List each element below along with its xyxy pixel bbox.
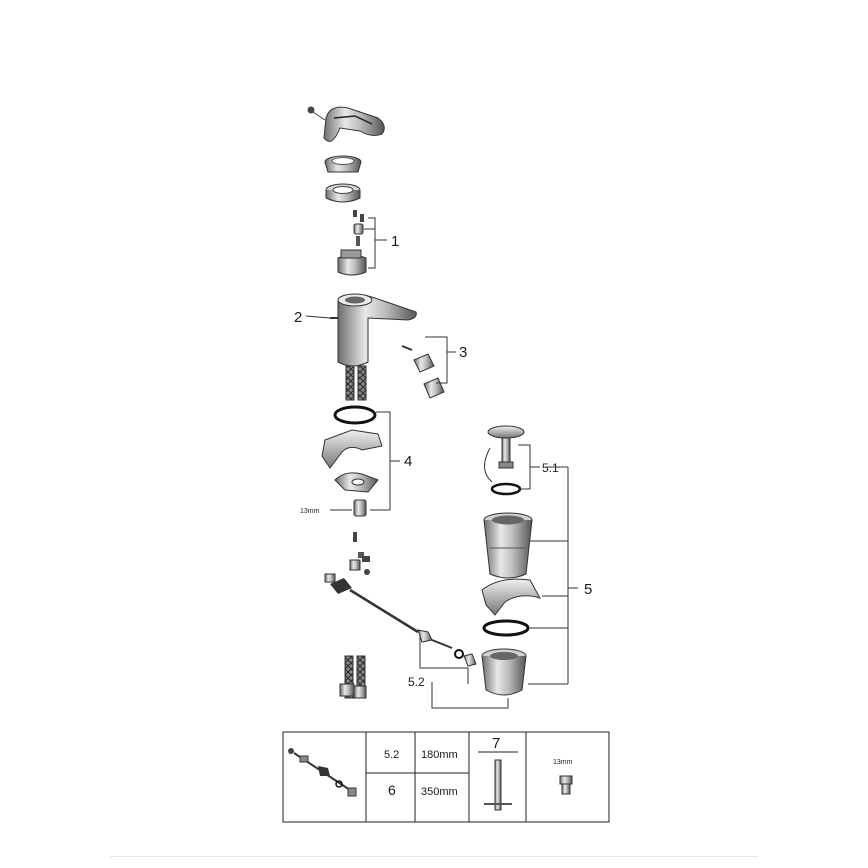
table-tool-key-icon <box>484 759 512 811</box>
callout-5-1: 5.1 <box>542 461 559 475</box>
faucet-body <box>330 293 417 367</box>
callout-2-leader <box>305 315 331 319</box>
cartridge-assembly <box>337 210 367 276</box>
mounting-kit <box>321 405 383 517</box>
locking-nut <box>325 183 361 203</box>
size-label-13mm: 13mm <box>300 508 320 515</box>
waste-flange <box>483 512 533 579</box>
callout-4: 4 <box>404 453 412 470</box>
waste-body <box>481 648 527 696</box>
lever-handle <box>307 106 385 142</box>
waste-gasket <box>481 578 542 616</box>
lower-hoses <box>339 655 367 699</box>
callout-5-bracket <box>528 466 578 685</box>
callout-4-bracket <box>370 411 400 511</box>
popup-plug <box>484 425 525 496</box>
callout-1-bracket <box>364 217 387 269</box>
table-tool-number: 7 <box>492 735 500 752</box>
callout-5: 5 <box>584 581 592 598</box>
cap-ring <box>324 155 362 173</box>
callout-5-2: 5.2 <box>408 675 425 689</box>
footer-divider <box>110 856 758 857</box>
table-rod-icon <box>288 748 357 797</box>
parts-table <box>282 731 610 823</box>
table-row2-code: 6 <box>388 782 396 798</box>
flex-hoses <box>345 365 367 401</box>
callout-1: 1 <box>391 233 399 250</box>
waste-o-ring <box>482 619 530 637</box>
table-row2-length: 350mm <box>421 786 458 798</box>
callout-5-2-bracket <box>419 635 509 709</box>
table-row1-length: 180mm <box>421 749 458 761</box>
table-row1-code: 5.2 <box>384 749 399 761</box>
callout-3-bracket <box>425 336 456 384</box>
popup-linkage <box>324 532 477 667</box>
callout-2: 2 <box>294 309 302 326</box>
table-wrench-size: 13mm <box>553 759 573 766</box>
callout-5-1-bracket <box>518 444 540 490</box>
table-fitting-icon <box>559 775 573 795</box>
callout-3: 3 <box>459 344 467 361</box>
aerator-assembly <box>401 345 445 399</box>
